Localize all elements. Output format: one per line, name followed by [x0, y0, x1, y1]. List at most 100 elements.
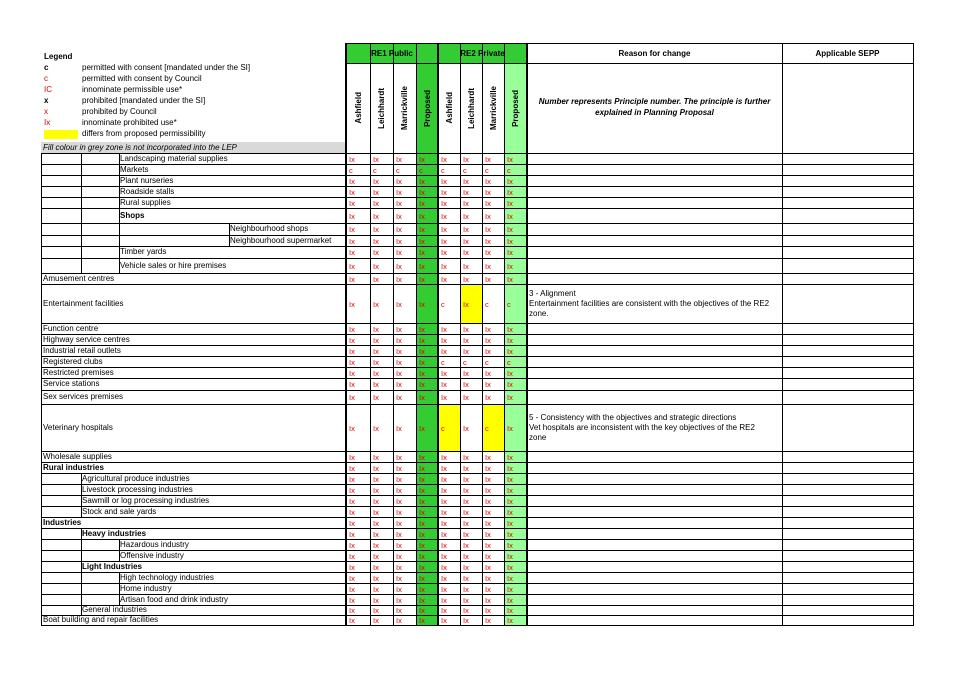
reason-text: Vet hospitals are inconsistent with the …: [529, 423, 755, 432]
permissibility-code: Ix: [419, 475, 425, 484]
table-right-line: [913, 43, 914, 626]
permissibility-code: Ix: [441, 237, 447, 246]
column-header-leichhardt: Leichhardt: [370, 63, 393, 153]
permissibility-code: Ix: [349, 347, 355, 356]
permissibility-code: Ix: [485, 497, 491, 506]
permissibility-code: Ix: [441, 453, 447, 462]
permissibility-code: Ix: [396, 596, 402, 605]
permissibility-code: Ix: [463, 393, 469, 402]
permissibility-code: Ix: [419, 464, 425, 473]
permissibility-code: Ix: [396, 563, 402, 572]
permissibility-code: Ix: [396, 237, 402, 246]
permissibility-code: Ix: [485, 212, 491, 221]
legend-code: x: [44, 107, 48, 116]
permissibility-code: Ix: [396, 177, 402, 186]
permissibility-code: Ix: [441, 262, 447, 271]
indent-guide: [81, 153, 82, 273]
permissibility-code: Ix: [349, 541, 355, 550]
indent-guide: [229, 223, 230, 246]
row-label: Entertainment facilities: [43, 299, 124, 308]
permissibility-code: Ix: [373, 563, 379, 572]
permissibility-code: Ix: [463, 262, 469, 271]
column-header-label: Proposed: [511, 89, 520, 127]
permissibility-code: Ix: [349, 453, 355, 462]
permissibility-code: Ix: [463, 336, 469, 345]
row-label: General industries: [82, 605, 147, 614]
permissibility-code: Ix: [441, 336, 447, 345]
permissibility-code: Ix: [396, 616, 402, 625]
permissibility-code: Ix: [349, 606, 355, 615]
permissibility-code: Ix: [373, 552, 379, 561]
permissibility-code: Ix: [485, 541, 491, 550]
permissibility-code: Ix: [419, 596, 425, 605]
permissibility-code: Ix: [485, 464, 491, 473]
permissibility-code: Ix: [419, 380, 425, 389]
permissibility-code: Ix: [349, 237, 355, 246]
row-divider: [41, 451, 914, 452]
permissibility-code: Ix: [419, 552, 425, 561]
permissibility-code: Ix: [373, 541, 379, 550]
permissibility-code: Ix: [463, 519, 469, 528]
permissibility-code: Ix: [441, 225, 447, 234]
row-divider: [41, 334, 914, 335]
permissibility-code: Ix: [396, 606, 402, 615]
permissibility-code: Ix: [441, 497, 447, 506]
permissibility-code: Ix: [373, 177, 379, 186]
permissibility-code: Ix: [441, 325, 447, 334]
permissibility-code: Ix: [373, 212, 379, 221]
row-divider: [41, 473, 914, 474]
row-divider: [41, 517, 914, 518]
permissibility-code: c: [485, 358, 489, 367]
permissibility-code: Ix: [419, 358, 425, 367]
header-top-line: [346, 43, 914, 44]
permissibility-code: Ix: [441, 519, 447, 528]
permissibility-code: Ix: [419, 519, 425, 528]
permissibility-code: Ix: [349, 336, 355, 345]
permissibility-code: Ix: [349, 563, 355, 572]
permissibility-code: Ix: [485, 552, 491, 561]
row-label: Markets: [120, 165, 149, 174]
row-divider: [41, 561, 914, 562]
permissibility-code: Ix: [349, 369, 355, 378]
permissibility-code: Ix: [396, 262, 402, 271]
permissibility-code: Ix: [419, 262, 425, 271]
permissibility-code: Ix: [507, 552, 513, 561]
permissibility-code: Ix: [485, 453, 491, 462]
permissibility-code: Ix: [419, 453, 425, 462]
row-divider: [41, 462, 914, 463]
permissibility-code: Ix: [419, 347, 425, 356]
permissibility-code: Ix: [507, 199, 513, 208]
row-divider: [41, 390, 914, 391]
reason-note: Number represents Principle number. The …: [538, 97, 771, 117]
permissibility-code: Ix: [441, 275, 447, 284]
permissibility-code: c: [485, 166, 489, 175]
permissibility-code: Ix: [373, 188, 379, 197]
permissibility-code: Ix: [507, 248, 513, 257]
reason-text: zone.: [529, 309, 549, 318]
permissibility-code: Ix: [373, 380, 379, 389]
permissibility-code: c: [507, 300, 511, 309]
permissibility-code: Ix: [507, 225, 513, 234]
permissibility-code: Ix: [507, 475, 513, 484]
permissibility-code: Ix: [441, 369, 447, 378]
permissibility-code: Ix: [507, 453, 513, 462]
permissibility-code: Ix: [419, 188, 425, 197]
permissibility-code: Ix: [485, 262, 491, 271]
permissibility-code: Ix: [419, 369, 425, 378]
permissibility-code: Ix: [349, 393, 355, 402]
column-header-proposed: Proposed: [416, 63, 438, 153]
row-label: Agricultural produce industries: [82, 474, 190, 483]
permissibility-code: Ix: [463, 424, 469, 433]
row-divider: [41, 175, 914, 176]
permissibility-code: Ix: [485, 237, 491, 246]
permissibility-code: Ix: [373, 424, 379, 433]
permissibility-code: Ix: [463, 486, 469, 495]
permissibility-code: Ix: [349, 275, 355, 284]
permissibility-code: Ix: [419, 508, 425, 517]
permissibility-code: Ix: [349, 248, 355, 257]
row-label: Boat building and repair facilities: [43, 615, 159, 624]
row-label: High technology industries: [120, 573, 214, 582]
permissibility-code: Ix: [373, 596, 379, 605]
column-line: [782, 43, 783, 626]
permissibility-code: Ix: [507, 424, 513, 433]
